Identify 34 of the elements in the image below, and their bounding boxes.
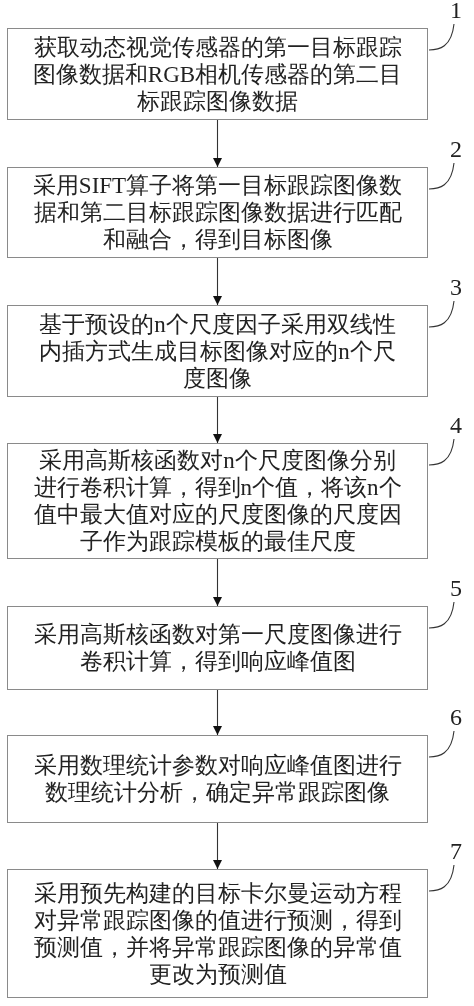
callout-number: 5: [444, 576, 468, 600]
process-box: [7, 606, 428, 690]
step-text: 采用数理统计参数对响应峰值图进行数理统计分析，确定异常跟踪图像: [32, 752, 403, 806]
arrow: [213, 119, 222, 168]
process-box: [7, 167, 428, 258]
callout-number: 1: [444, 0, 468, 22]
arrow: [213, 558, 222, 607]
arrow: [213, 396, 222, 444]
process-box: [7, 305, 428, 397]
callout-number: 7: [444, 839, 468, 863]
step-text: 采用高斯核函数对第一尺度图像进行卷积计算，得到响应峰值图: [32, 621, 403, 675]
leader-line: [428, 864, 455, 892]
step-text: 采用SIFT算子将第一目标跟踪图像数据和第二目标跟踪图像数据进行匹配和融合，得到目标图像: [31, 172, 404, 253]
callout-number: 3: [444, 275, 468, 299]
leader-line: [428, 300, 455, 328]
process-box: [7, 28, 428, 120]
leader-line: [428, 438, 455, 466]
step-text: 获取动态视觉传感器的第一目标跟踪图像数据和RGB相机传感器的第二目标跟踪图像数据: [31, 33, 404, 115]
process-box: [7, 869, 428, 998]
process-box: [7, 735, 428, 823]
arrow: [213, 257, 222, 306]
leader-line: [428, 601, 455, 629]
leader-line: [428, 162, 455, 190]
arrow: [213, 822, 222, 870]
callout-number: 6: [444, 705, 468, 729]
step-text: 基于预设的n个尺度因子采用双线性内插方式生成目标图像对应的n个尺度图像: [38, 310, 397, 392]
callout-number: 4: [444, 413, 468, 437]
arrow: [213, 689, 222, 736]
leader-line: [428, 23, 455, 51]
callout-number: 2: [444, 137, 468, 161]
process-box: [7, 443, 428, 559]
leader-line: [428, 730, 455, 758]
step-text: 采用高斯核函数对n个尺度图像分别进行卷积计算，得到n个值，将该n个值中最大值对应的尺度图像的尺度因子作为跟踪模板的最佳尺度: [32, 447, 403, 555]
step-text: 采用预先构建的目标卡尔曼运动方程对异常跟踪图像的值进行预测，得到预测值，并将异常跟踪图像的异常值更改为预测值: [32, 879, 403, 988]
